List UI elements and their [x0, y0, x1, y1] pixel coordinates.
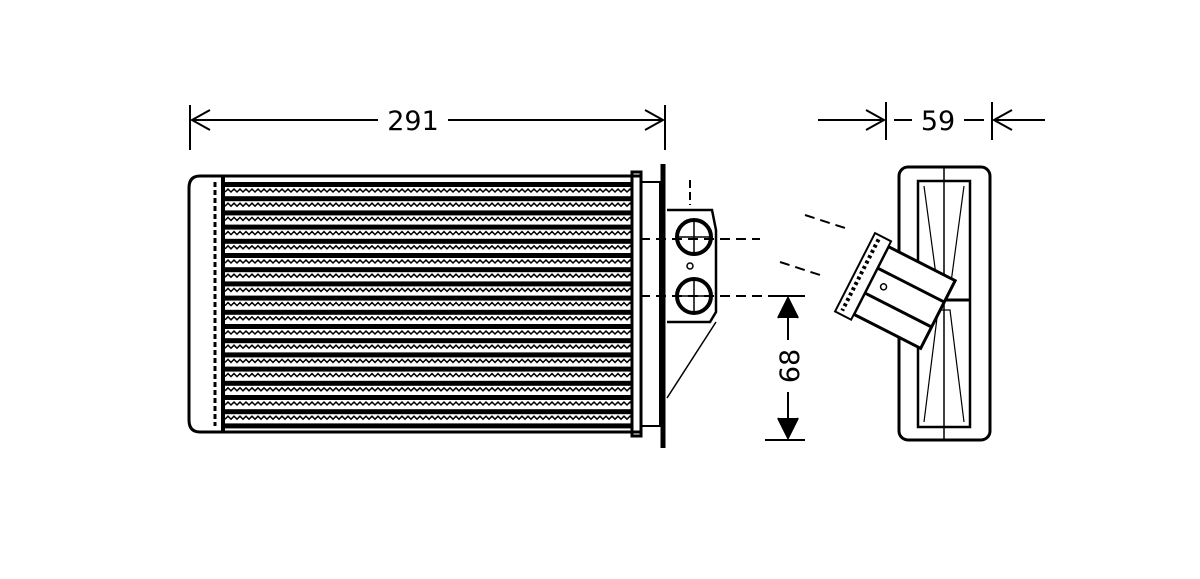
core-tube — [225, 281, 631, 287]
core-tube — [225, 380, 631, 386]
core-tube — [225, 182, 631, 187]
core-fin — [224, 386, 634, 392]
core-fin — [224, 415, 634, 421]
core-tube — [225, 409, 631, 415]
core-fin — [224, 344, 634, 350]
core-fin — [224, 258, 634, 265]
core-tube — [225, 309, 631, 315]
header-frame — [640, 181, 661, 427]
core-fin — [224, 301, 634, 307]
core-tube — [225, 295, 631, 301]
core-side-view — [779, 165, 992, 442]
core-fin — [224, 372, 634, 378]
core-fin — [224, 400, 634, 407]
core-fins — [224, 182, 634, 429]
depth-label: 59 — [921, 106, 955, 137]
core-tube — [225, 224, 631, 230]
core-front-view — [187, 164, 770, 448]
core-tube — [225, 210, 631, 216]
core-tube — [225, 366, 631, 372]
core-fin — [224, 329, 634, 336]
side-pipes — [833, 231, 958, 351]
core-tube — [225, 196, 631, 202]
core-fin — [224, 187, 634, 194]
core-fin — [224, 287, 634, 293]
core-fin — [224, 315, 634, 321]
core-fin — [224, 244, 634, 250]
core-tube — [225, 324, 631, 329]
core-fin — [224, 230, 634, 236]
dimension-width: 291 — [189, 105, 666, 150]
core-tube — [225, 423, 631, 429]
core-tube — [225, 253, 631, 258]
core-fin — [224, 202, 634, 208]
width-label: 291 — [387, 106, 439, 137]
core-tube — [225, 338, 631, 344]
header-plate — [630, 170, 643, 438]
core-tube — [225, 395, 631, 400]
dimension-pipe-offset: 68 — [765, 295, 806, 441]
pipe-bracket — [667, 208, 718, 324]
inlet-pipe — [675, 218, 713, 256]
core-tube — [225, 238, 631, 244]
core-fin — [224, 358, 634, 364]
left-tank — [187, 174, 222, 434]
core-fin — [224, 273, 634, 279]
core-tube — [225, 267, 631, 273]
pipe-offset-label: 68 — [775, 349, 806, 383]
core-tube — [225, 352, 631, 358]
dimension-depth: 59 — [818, 102, 1045, 140]
core-fin — [224, 216, 634, 222]
